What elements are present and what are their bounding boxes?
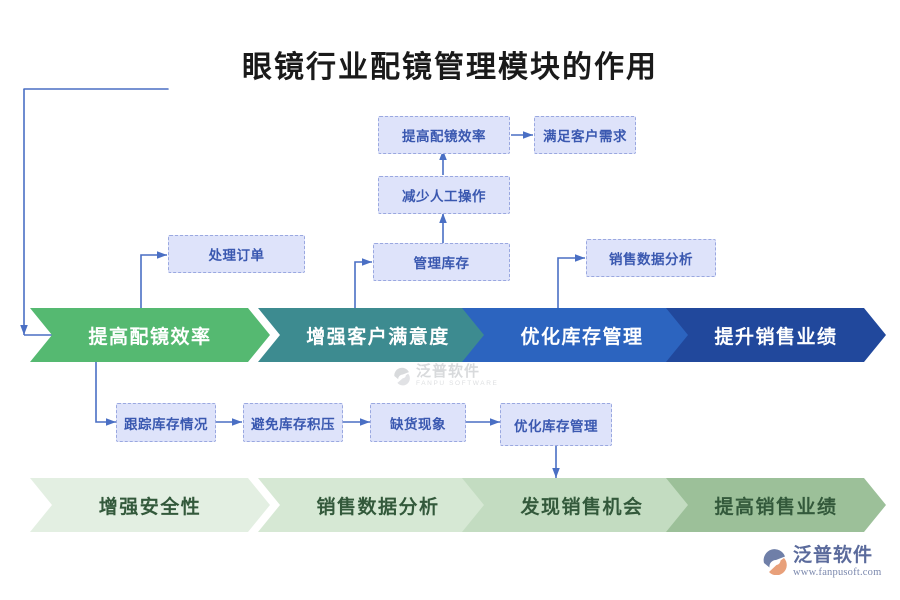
- node-process-order[interactable]: 处理订单: [168, 235, 305, 273]
- fanpu-logo[interactable]: 泛普软件 www.fanpusoft.com: [762, 546, 881, 579]
- node-label: 提高配镜效率: [402, 129, 486, 144]
- node-improve-efficiency[interactable]: 提高配镜效率: [378, 116, 510, 154]
- node-satisfy-customer[interactable]: 满足客户需求: [534, 116, 636, 154]
- arrow-green-to-process-order: [140, 251, 167, 312]
- main-step-label: 提升销售业绩: [714, 326, 838, 348]
- bottom-step-3[interactable]: 发现销售机会: [462, 478, 702, 532]
- bottom-step-label: 提高销售业绩: [714, 496, 838, 518]
- bottom-step-1[interactable]: 增强安全性: [30, 478, 270, 532]
- center-watermark: 泛普软件 FANPU SOFTWARE: [392, 364, 498, 388]
- main-step-label: 提高配镜效率: [88, 326, 212, 348]
- arrow-blue-to-sales-analysis: [557, 254, 585, 312]
- bottom-step-label: 销售数据分析: [316, 496, 440, 518]
- node-label: 缺货现象: [390, 416, 446, 432]
- node-label: 管理库存: [413, 256, 470, 271]
- main-step-1[interactable]: 提高配镜效率: [30, 308, 270, 362]
- main-step-4[interactable]: 提升销售业绩: [666, 308, 886, 362]
- node-label: 优化库存管理: [514, 418, 598, 434]
- node-label: 满足客户需求: [543, 129, 627, 144]
- node-track-stock[interactable]: 跟踪库存情况: [116, 403, 216, 442]
- node-label: 处理订单: [208, 248, 265, 263]
- main-step-3[interactable]: 优化库存管理: [462, 308, 702, 362]
- main-step-label: 增强客户满意度: [306, 326, 450, 348]
- watermark-en: FANPU SOFTWARE: [416, 380, 499, 387]
- bottom-step-label: 增强安全性: [98, 496, 202, 518]
- node-manage-stock[interactable]: 管理库存: [373, 243, 510, 281]
- logo-url: www.fanpusoft.com: [793, 567, 882, 578]
- main-step-2[interactable]: 增强客户满意度: [258, 308, 498, 362]
- node-reduce-manual[interactable]: 减少人工操作: [378, 176, 510, 214]
- node-label: 避免库存积压: [251, 416, 335, 432]
- node-label: 销售数据分析: [609, 252, 693, 267]
- page-title: 眼镜行业配镜管理模块的作用: [242, 51, 658, 84]
- node-sales-data-analysis[interactable]: 销售数据分析: [586, 239, 716, 277]
- watermark-texts: 泛普软件 FANPU SOFTWARE: [416, 364, 498, 388]
- arrow-teal-to-manage-stock: [354, 258, 372, 312]
- arrow-green-to-track-stock: [95, 362, 116, 426]
- main-process-band: 提高配镜效率 增强客户满意度 优化库存管理 提升销售业绩: [30, 308, 886, 362]
- fanpu-logo-icon: [762, 549, 788, 576]
- node-label: 减少人工操作: [402, 189, 486, 204]
- watermark-cn: 泛普软件: [416, 363, 481, 380]
- fanpu-logo-icon: [392, 366, 412, 386]
- node-avoid-overstock[interactable]: 避免库存积压: [243, 403, 343, 442]
- bottom-step-label: 发现销售机会: [520, 496, 644, 518]
- node-label: 跟踪库存情况: [124, 416, 208, 432]
- node-optimize-stock[interactable]: 优化库存管理: [500, 403, 612, 446]
- main-step-label: 优化库存管理: [520, 326, 644, 348]
- bottom-step-2[interactable]: 销售数据分析: [258, 478, 498, 532]
- logo-texts: 泛普软件 www.fanpusoft.com: [793, 546, 881, 579]
- bottom-outcome-band: 增强安全性 销售数据分析 发现销售机会 提高销售业绩: [30, 478, 886, 532]
- node-stockout[interactable]: 缺货现象: [370, 403, 466, 442]
- logo-company-name: 泛普软件: [793, 545, 874, 566]
- bottom-step-4[interactable]: 提高销售业绩: [666, 478, 886, 532]
